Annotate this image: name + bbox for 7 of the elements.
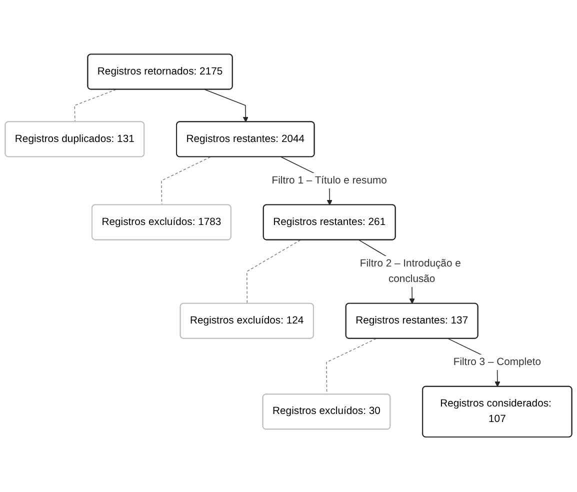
arrow bbox=[204, 90, 248, 123]
connector bbox=[246, 240, 301, 304]
edge-label: Filtro 2 – Introdução e conclusão bbox=[360, 258, 461, 285]
edge-label: Filtro 3 – Completo bbox=[453, 356, 542, 368]
connector bbox=[161, 157, 211, 206]
edge-label: Filtro 1 – Título e resumo bbox=[272, 175, 387, 186]
connector bbox=[74, 90, 116, 123]
